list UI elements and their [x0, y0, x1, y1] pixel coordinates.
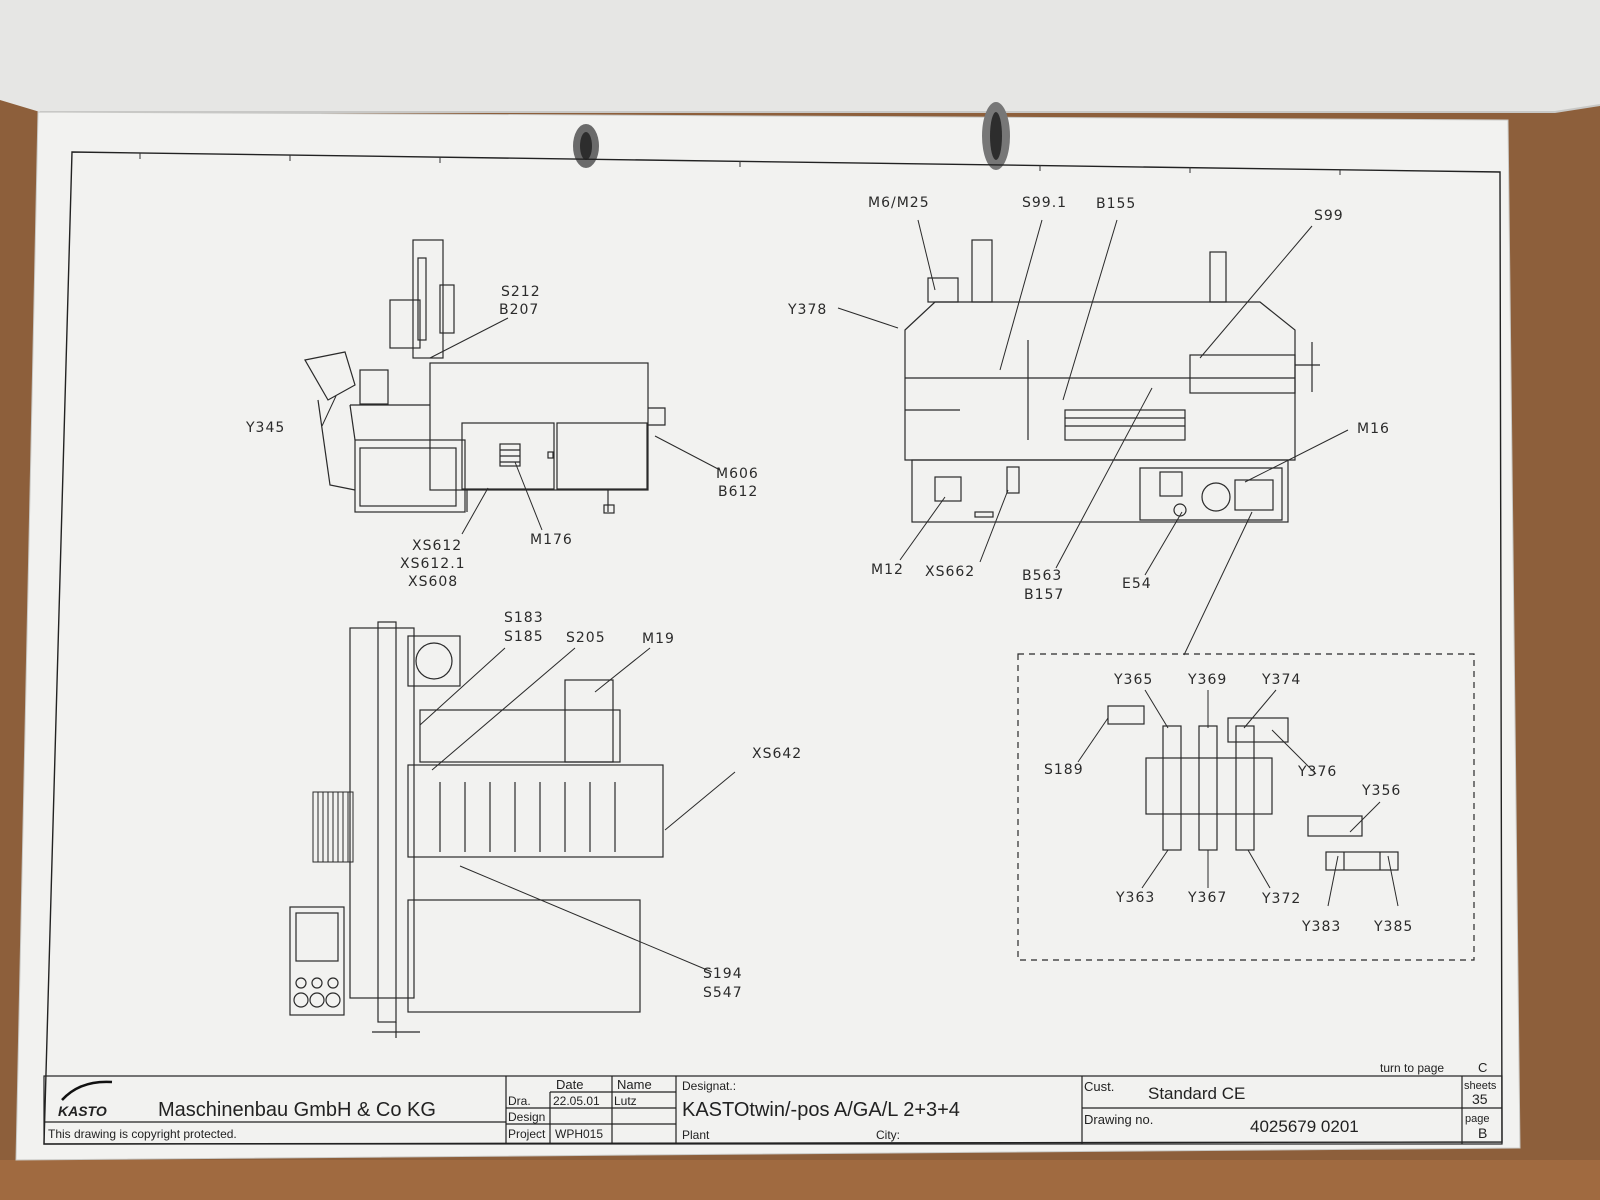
- project-label: Project: [508, 1127, 546, 1141]
- company-name: Maschinenbau GmbH & Co KG: [158, 1099, 436, 1121]
- design-label: Design: [508, 1110, 545, 1124]
- label-s185: S185: [504, 629, 544, 645]
- label-s205: S205: [566, 630, 606, 646]
- drawing-no-label: Drawing no.: [1084, 1112, 1153, 1127]
- label-xs612: XS612: [412, 538, 462, 554]
- drawing-sheet: [15, 111, 1521, 1161]
- page-label: page: [1465, 1113, 1489, 1125]
- label-s194: S194: [703, 966, 743, 982]
- dra-name: Lutz: [614, 1094, 637, 1108]
- label-b612: B612: [718, 484, 758, 500]
- label-y345: Y345: [245, 420, 285, 436]
- logo-text: KASTO: [58, 1103, 107, 1119]
- dra-label: Dra.: [508, 1094, 531, 1108]
- label-m606: M606: [716, 466, 759, 482]
- label-b155: B155: [1096, 196, 1136, 212]
- label-s212: S212: [501, 284, 541, 300]
- drawing-no-value: 4025679 0201: [1250, 1117, 1359, 1136]
- kasto-logo: KASTO: [58, 1080, 113, 1119]
- designat-label: Designat.:: [682, 1079, 736, 1093]
- label-y376: Y376: [1297, 764, 1337, 780]
- title-block: [43, 1075, 1503, 1145]
- label-b157: B157: [1024, 587, 1064, 603]
- label-b207: B207: [499, 302, 539, 318]
- page-value: B: [1478, 1125, 1487, 1141]
- label-y378: Y378: [787, 302, 827, 318]
- leader-lines: [321, 219, 1399, 973]
- label-y356: Y356: [1361, 783, 1401, 799]
- label-xs612-1: XS612.1: [400, 556, 466, 572]
- label-y367: Y367: [1187, 890, 1227, 906]
- label-m19: M19: [642, 631, 675, 647]
- label-xs662: XS662: [925, 564, 975, 580]
- label-s189: S189: [1044, 762, 1084, 778]
- date-header: Date: [556, 1077, 583, 1092]
- copyright-notice: This drawing is copyright protected.: [48, 1127, 237, 1141]
- city-label: City:: [876, 1128, 900, 1142]
- label-y383: Y383: [1301, 919, 1341, 935]
- label-m12: M12: [871, 562, 904, 578]
- label-m176: M176: [530, 532, 573, 548]
- side-view-drawing: [304, 239, 666, 514]
- cust-label: Cust.: [1084, 1079, 1114, 1094]
- top-view-drawing: [289, 621, 664, 1038]
- turn-to-page-value: C: [1478, 1060, 1487, 1075]
- plant-label: Plant: [682, 1128, 710, 1142]
- label-y385: Y385: [1373, 919, 1413, 935]
- label-xs608: XS608: [408, 574, 458, 590]
- turn-to-page-label: turn to page: [1380, 1061, 1444, 1075]
- cust-value: Standard CE: [1148, 1084, 1245, 1103]
- previous-page: [0, 0, 1600, 113]
- sheets-label: sheets: [1464, 1080, 1497, 1092]
- label-e54: E54: [1122, 576, 1152, 592]
- label-b563: B563: [1022, 568, 1062, 584]
- designation: KASTOtwin/-pos A/GA/L 2+3+4: [682, 1099, 960, 1121]
- dra-date: 22.05.01: [553, 1094, 600, 1108]
- label-y369: Y369: [1187, 672, 1227, 688]
- label-y365: Y365: [1113, 672, 1153, 688]
- valve-detail-drawing: [1017, 653, 1475, 961]
- label-s183: S183: [504, 610, 544, 626]
- label-m16: M16: [1357, 421, 1390, 437]
- label-xs642: XS642: [752, 746, 802, 762]
- top-view-grille: [312, 791, 354, 863]
- project-value: WPH015: [555, 1127, 603, 1141]
- label-s99: S99: [1314, 208, 1344, 224]
- label-s99-1: S99.1: [1022, 195, 1067, 211]
- label-y372: Y372: [1261, 891, 1301, 907]
- name-header: Name: [617, 1077, 652, 1092]
- label-y363: Y363: [1115, 890, 1155, 906]
- front-view-drawing: [904, 239, 1320, 523]
- label-m6-m25: M6/M25: [868, 195, 930, 211]
- binder-rings: [573, 102, 1010, 170]
- label-s547: S547: [703, 985, 743, 1001]
- sheets-value: 35: [1472, 1091, 1488, 1107]
- label-y374: Y374: [1261, 672, 1301, 688]
